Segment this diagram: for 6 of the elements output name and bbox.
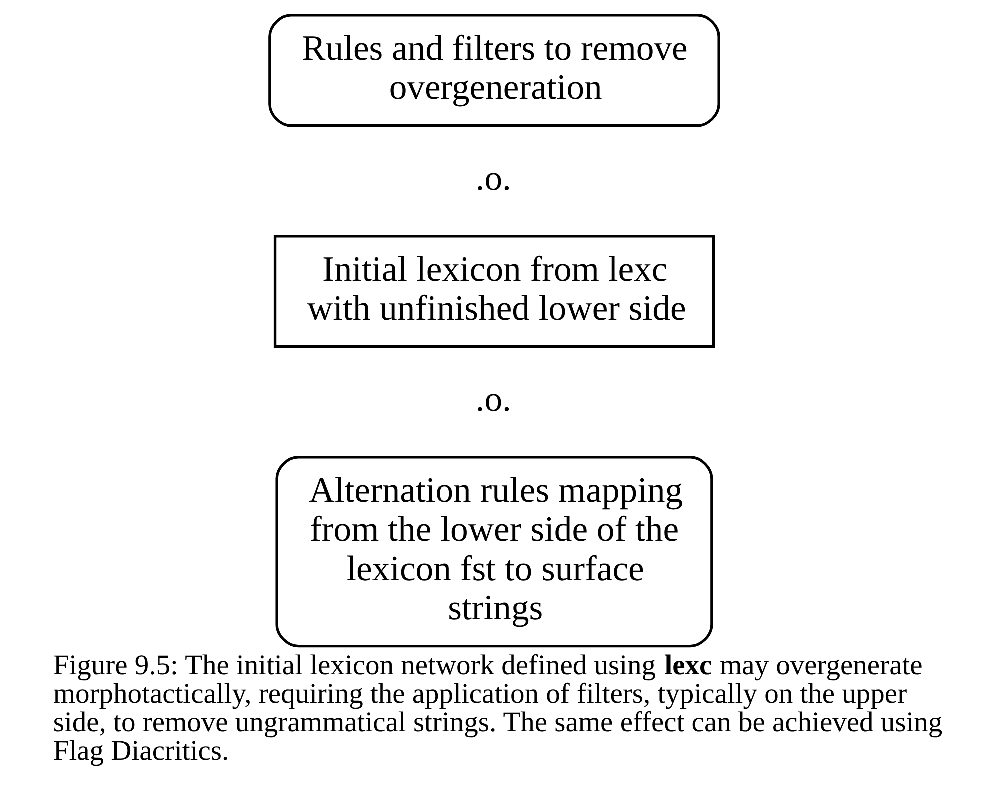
- label: .o.: [476, 158, 512, 198]
- caption: Figure 9.5: The initial lexicon network defined using lexc may overgenerate morphotactically, requiring the application of filters, typically on the upper side, to remove ungrammatical strings. The same effect can be achieved using Flag Diacritics.: [53, 650, 943, 768]
- label: .o.: [476, 379, 512, 420]
- node-box: Rules and filters to remove overgeneration: [268, 14, 720, 128]
- node-box: Initial lexicon from lexc with unfinished lower side: [274, 235, 716, 348]
- node-box: Alternation rules mapping from the lower side of the lexicon fst to surface strings: [276, 456, 714, 648]
